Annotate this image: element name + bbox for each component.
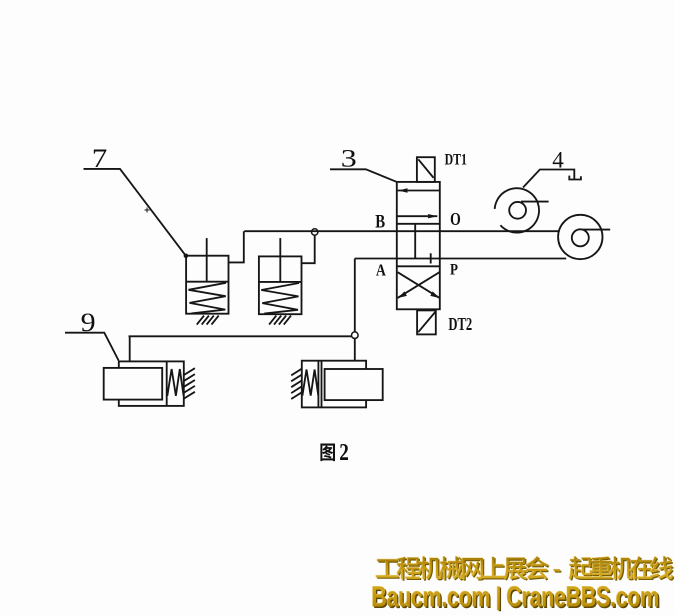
svg-text:B: B xyxy=(375,211,385,232)
svg-text:4: 4 xyxy=(552,147,564,172)
svg-text:7: 7 xyxy=(92,144,108,173)
svg-text:Baucm.com | CraneBBS.com: Baucm.com | CraneBBS.com xyxy=(371,582,659,614)
svg-text:O: O xyxy=(450,210,461,229)
svg-text:A: A xyxy=(376,261,386,279)
svg-text:P: P xyxy=(450,261,458,278)
svg-text:DT1: DT1 xyxy=(445,151,467,169)
svg-text:Baucm.com | CraneBBS.com: Baucm.com | CraneBBS.com xyxy=(373,583,661,615)
svg-text:2: 2 xyxy=(339,439,349,466)
svg-text:9: 9 xyxy=(81,309,96,338)
svg-text:Baucm.com | CraneBBS.com: Baucm.com | CraneBBS.com xyxy=(371,581,659,613)
svg-text:DT2: DT2 xyxy=(448,315,472,335)
svg-text:3: 3 xyxy=(341,145,357,173)
